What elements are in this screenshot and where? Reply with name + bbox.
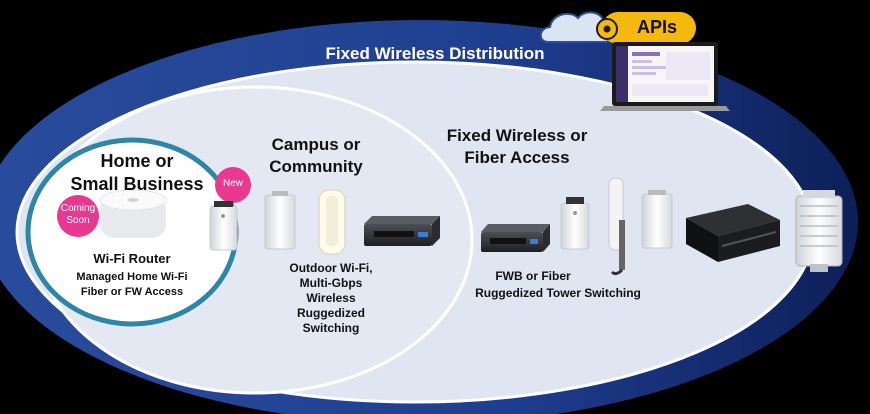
ruggedized-enclosure-device (795, 190, 843, 272)
home-product-name: Wi-Fi Router (93, 251, 171, 266)
sector-antenna-device (318, 189, 346, 255)
home-title-line1: Home or (100, 151, 174, 171)
fwa-title-line1: Fixed Wireless or (446, 126, 588, 145)
outdoor-ap-device (209, 201, 238, 251)
omni-antenna-device (608, 177, 625, 276)
fwa-switch-device (481, 224, 550, 252)
campus-title-line1: Campus or (271, 135, 361, 154)
fwa-desc-line1: FWB or Fiber (495, 269, 571, 283)
home-desc-line1: Managed Home Wi-Fi (76, 271, 188, 283)
outer-title: Fixed Wireless Distribution (325, 44, 545, 63)
laptop-icon (600, 42, 730, 111)
tower-router-device (686, 204, 780, 262)
home-title-line2: Small Business (70, 174, 204, 194)
fwa-outdoor-ap-device (560, 197, 590, 250)
campus-switch-device (364, 216, 440, 246)
campus-ap-device (264, 191, 296, 250)
campus-desc-line4: Ruggedized (297, 306, 365, 320)
campus-desc-line3: Wireless (306, 291, 356, 305)
fwa-ap-device (641, 190, 673, 249)
new-badge (215, 167, 251, 203)
campus-title-line2: Community (269, 157, 363, 176)
apis-label: APIs (636, 17, 678, 37)
campus-desc-line2: Multi-Gbps (299, 276, 363, 290)
home-desc-line2: Fiber or FW Access (80, 286, 184, 298)
coming-soon-badge (57, 195, 99, 237)
campus-desc-line5: Switching (302, 321, 360, 335)
fwa-desc-line2: Ruggedized Tower Switching (475, 286, 641, 300)
apis-pill (596, 12, 696, 44)
new-label: New (222, 178, 243, 189)
coming-soon-label: Coming Soon (60, 203, 96, 226)
wifi-router-device (99, 189, 167, 238)
fwa-title-line2: Fiber Access (464, 148, 570, 167)
campus-desc-line1: Outdoor Wi-Fi, (289, 261, 373, 275)
